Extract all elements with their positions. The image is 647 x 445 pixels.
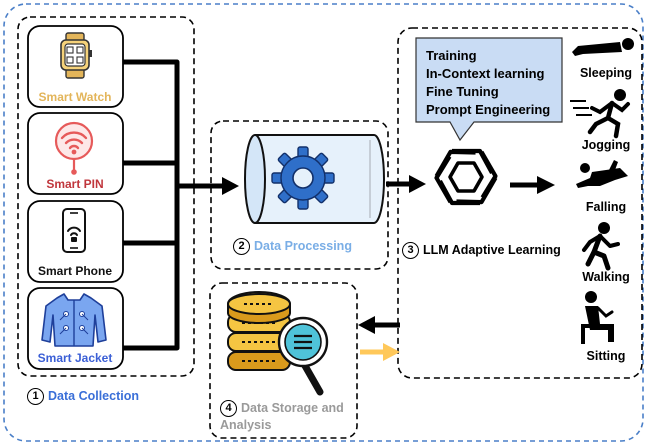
method-prompt-engineering: Prompt Engineering	[426, 102, 550, 117]
device-label-jacket: Smart Jacket	[38, 351, 113, 365]
smart-watch-icon	[60, 32, 92, 79]
device-label-pin: Smart PIN	[46, 177, 103, 191]
method-in-context: In-Context learning	[426, 66, 545, 81]
sleeping-icon	[572, 38, 634, 56]
caption-data-processing: 2 Data Processing	[233, 238, 352, 255]
step-number-2: 2	[233, 238, 250, 255]
sitting-icon	[581, 291, 614, 344]
device-label-watch: Smart Watch	[39, 90, 112, 104]
arrow-to-activities-head	[537, 176, 555, 194]
step-number-3: 3	[402, 242, 419, 259]
caption-data-collection: 1 Data Collection	[27, 388, 139, 405]
device-label-phone: Smart Phone	[38, 264, 112, 278]
learning-box	[397, 27, 643, 379]
method-fine-tuning: Fine Tuning	[426, 84, 499, 99]
smart-pin-icon	[54, 121, 94, 175]
falling-icon	[576, 160, 628, 188]
methods-callout	[415, 37, 563, 142]
collection-box	[17, 16, 195, 377]
method-training: Training	[426, 48, 477, 63]
llm-logo-icon	[434, 148, 498, 206]
label-llm-learning: LLM Adaptive Learning	[423, 242, 561, 257]
device-bus-lines	[123, 59, 225, 351]
label-data-storage-2: Analysis	[220, 418, 272, 433]
label-data-collection: Data Collection	[48, 388, 139, 403]
caption-data-storage: 4 Data Storage and Analysis	[220, 400, 344, 434]
step-number-1: 1	[27, 388, 44, 405]
smart-phone-icon	[62, 208, 86, 253]
label-data-processing: Data Processing	[254, 238, 352, 253]
activity-sleeping: Sleeping	[580, 66, 632, 80]
activity-jogging: Jogging	[582, 138, 631, 152]
processing-box	[210, 120, 389, 270]
step-number-4: 4	[220, 400, 237, 418]
smart-jacket-icon	[41, 293, 107, 347]
arrow-to-processing	[222, 177, 239, 195]
gear-icon	[271, 146, 335, 210]
magnifier-icon	[277, 316, 329, 396]
activity-falling: Falling	[586, 200, 626, 214]
arrow-to-storage-head	[358, 316, 375, 334]
activity-walking: Walking	[582, 270, 629, 284]
arrow-from-storage-head	[383, 343, 400, 361]
caption-llm-learning: 3 LLM Adaptive Learning	[402, 242, 561, 259]
outer-frame	[3, 3, 644, 442]
storage-box	[209, 282, 358, 439]
label-data-storage-1: Data Storage and	[241, 401, 344, 415]
database-coins-icon	[227, 291, 291, 371]
activity-sitting: Sitting	[587, 349, 626, 363]
jogging-icon	[570, 89, 630, 139]
walking-icon	[582, 222, 620, 271]
arrow-to-llm-head	[409, 175, 426, 193]
